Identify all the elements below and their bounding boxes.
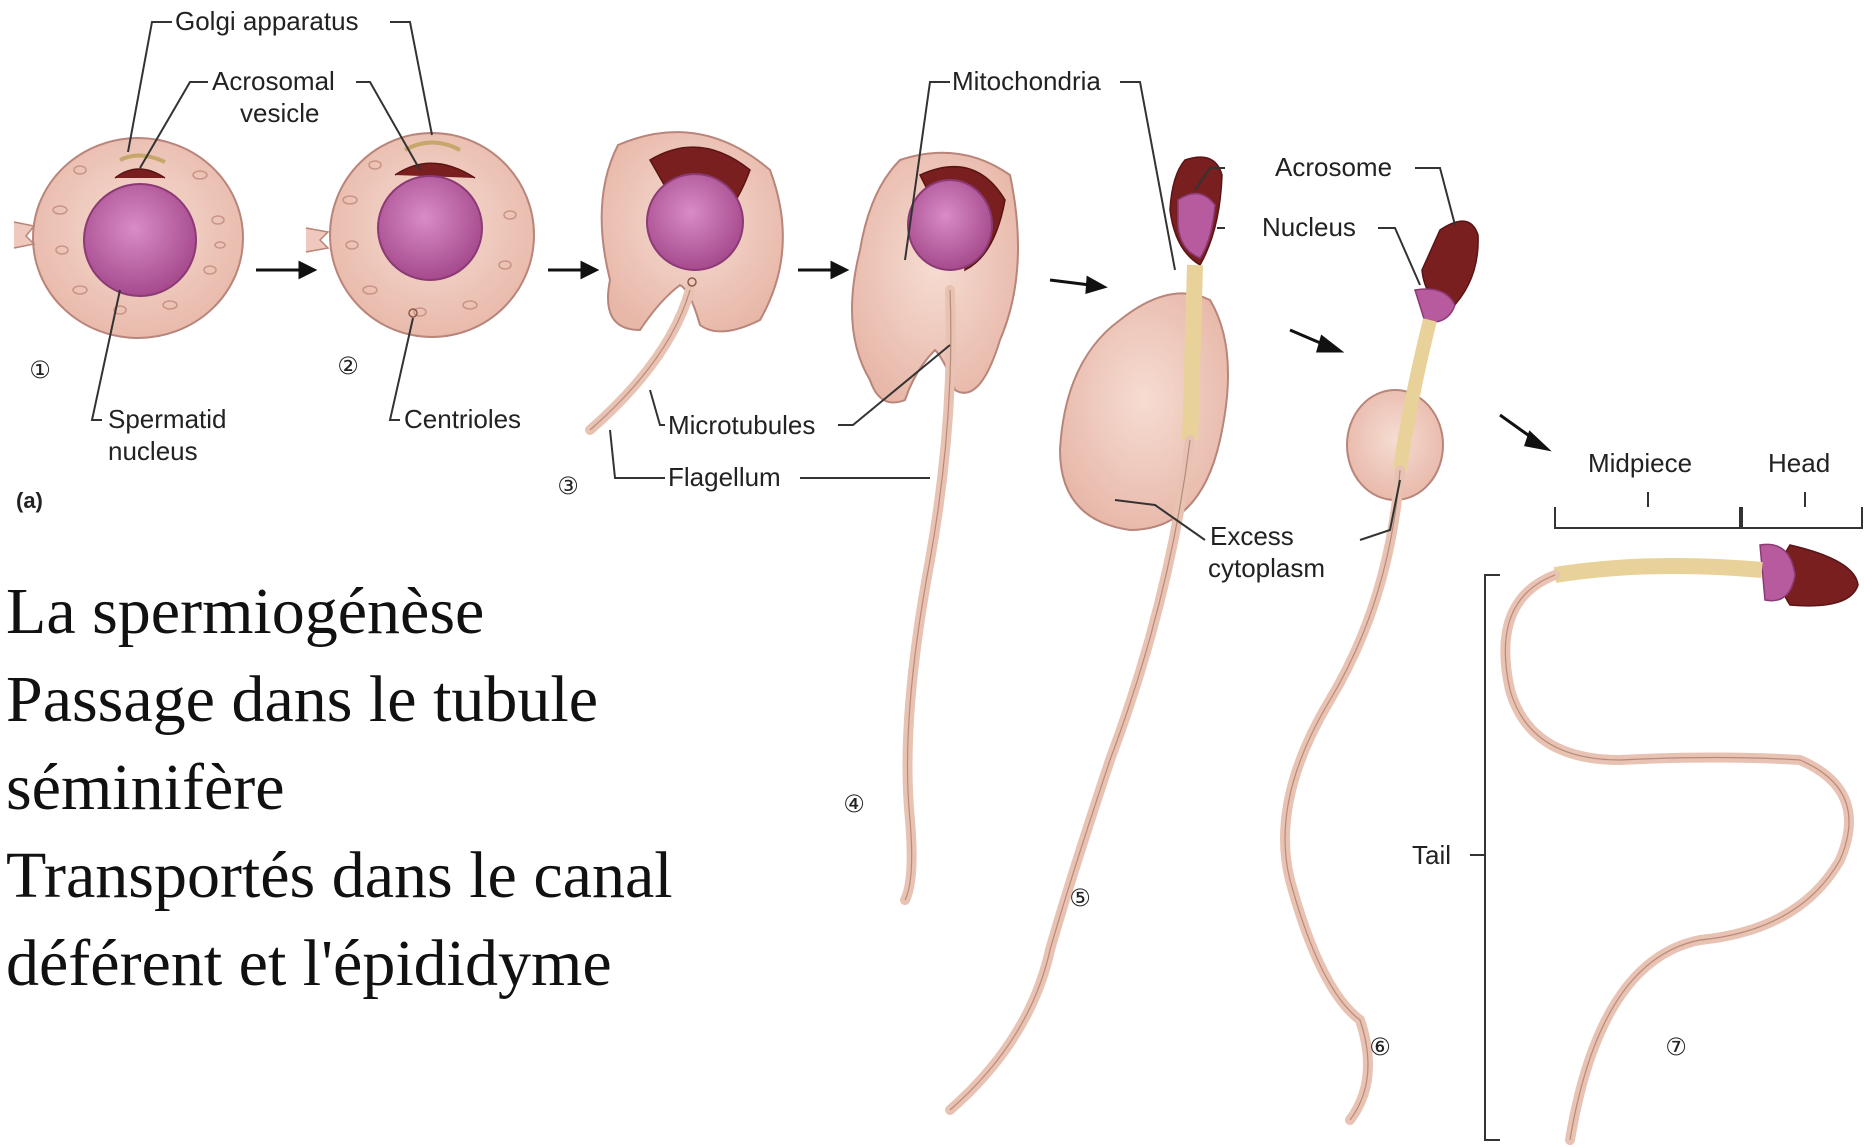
midpiece-label: Midpiece (1588, 448, 1692, 478)
caption-line-1: La spermiogénèse (6, 568, 866, 656)
acrosomal-vesicle-label-line1: Acrosomal (212, 66, 335, 96)
step-number-1: ① (29, 357, 51, 384)
caption-line-5: déférent et l'épididyme (6, 920, 866, 1008)
spermatid-nucleus-label-line1: Spermatid (108, 404, 227, 434)
excess-cytoplasm-label-line2: cytoplasm (1208, 553, 1325, 583)
step-number-5: ⑤ (1069, 885, 1091, 912)
golgi-apparatus-label: Golgi apparatus (175, 6, 359, 36)
spermatid-nucleus-label-line2: nucleus (108, 436, 198, 466)
stage-3-cell (590, 132, 783, 430)
stage-1-cell (14, 138, 243, 338)
nucleus-label: Nucleus (1262, 212, 1356, 242)
flagellum-label: Flagellum (668, 462, 781, 492)
caption-line-2: Passage dans le tubule (6, 656, 866, 744)
excess-cytoplasm-label-line1: Excess (1210, 521, 1294, 551)
centrioles-label: Centrioles (404, 404, 521, 434)
acrosomal-vesicle-label-line2: vesicle (240, 98, 319, 128)
head-label: Head (1768, 448, 1830, 478)
step-number-7: ⑦ (1665, 1034, 1687, 1061)
step-number-3: ③ (557, 473, 579, 500)
caption-line-3: séminifère (6, 744, 866, 832)
step-number-6: ⑥ (1369, 1034, 1391, 1061)
stage-4-cell (852, 153, 1018, 900)
stage-6-cell (1285, 221, 1478, 1120)
caption-text: La spermiogénèse Passage dans le tubule … (6, 568, 866, 1008)
microtubules-label: Microtubules (668, 410, 815, 440)
stage-2-cell (306, 133, 534, 337)
acrosome-label: Acrosome (1275, 152, 1392, 182)
panel-label: (a) (16, 488, 43, 513)
tail-label: Tail (1412, 840, 1451, 870)
mitochondria-label: Mitochondria (952, 66, 1101, 96)
caption-line-4: Transportés dans le canal (6, 832, 866, 920)
step-number-2: ② (337, 353, 359, 380)
